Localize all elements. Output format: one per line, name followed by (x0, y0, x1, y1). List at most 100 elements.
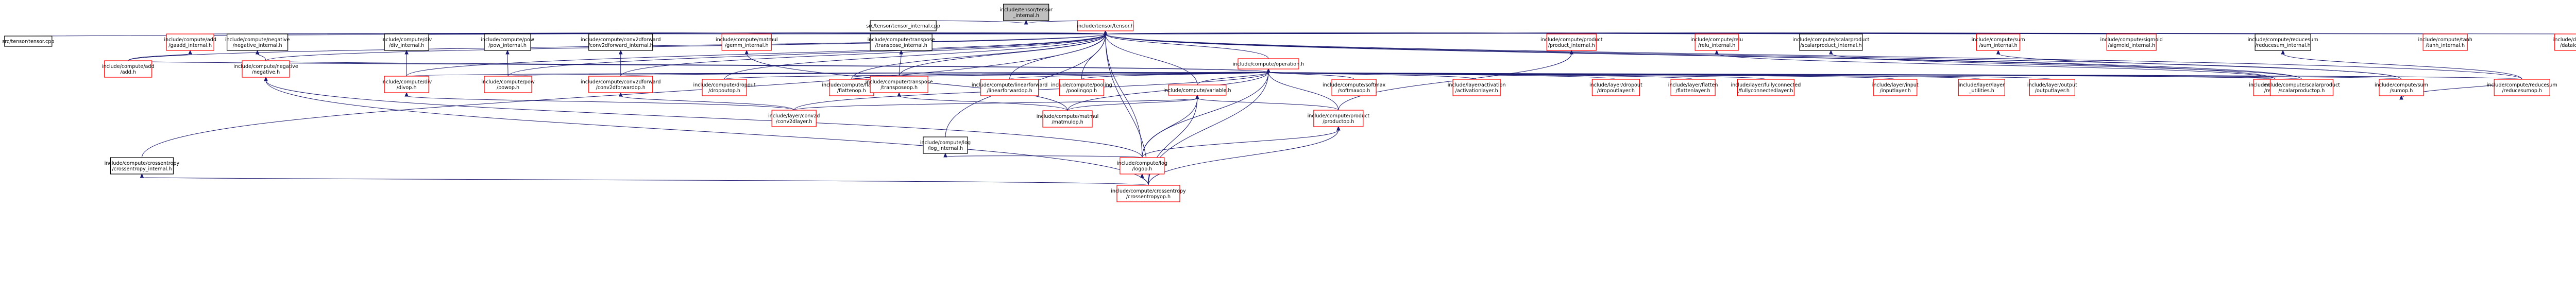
node-conv2d-h[interactable]: include/compute/conv2dforward/conv2dforw… (581, 76, 660, 93)
node-label: include/compute/div (381, 79, 432, 85)
node-label: /gaadd_internal.h (168, 43, 212, 48)
node-label: include/compute/scalarproduct (2263, 82, 2340, 88)
node-relu-internal[interactable]: include/compute/relu/relu_internal.h (1690, 33, 1743, 51)
node-operation-h[interactable]: include/compute/operation.h (1233, 58, 1304, 70)
node-dropout-layer[interactable]: include/layer/dropout/dropoutlayer.h (1589, 79, 1642, 96)
node-product-internal[interactable]: include/compute/product/product_internal… (1540, 33, 1603, 51)
node-sigmoid-internal[interactable]: include/compute/sigmoid/sigmoid_internal… (2100, 33, 2163, 51)
node-label: include/compute/negative (225, 37, 290, 43)
node-label: _utilities.h (1969, 88, 1994, 94)
node-label: include/compute/operation.h (1233, 62, 1304, 67)
node-label: /product_internal.h (1548, 43, 1595, 48)
node-dropout-h[interactable]: include/compute/dropout/dropoutop.h (693, 79, 756, 96)
node-label: /scalarproduct_internal.h (1800, 43, 1862, 48)
node-label: include/tensor/tensor (999, 7, 1052, 13)
node-pow-h[interactable]: include/compute/pow/powop.h (481, 76, 535, 93)
dependency-edge (1715, 49, 2276, 80)
node-label: include/compute/transpose (866, 79, 933, 85)
node-label: /sigmoid_internal.h (2108, 43, 2155, 48)
dependency-edge (1829, 49, 2302, 80)
node-matmul-h[interactable]: include/compute/matmul/matmulop.h (1037, 110, 1099, 128)
node-sum-h[interactable]: include/compute/sum/sumop.h (2375, 79, 2428, 96)
node-label: /outputlayer.h (2035, 88, 2070, 94)
node-label: include/tensor/tensor.h (1077, 24, 1134, 29)
node-div-h[interactable]: include/compute/div/divop.h (381, 76, 432, 93)
node-label: /relu_internal.h (1698, 43, 1735, 48)
node-scalarproduct-h[interactable]: include/compute/scalarproduct/scalarprod… (2263, 79, 2340, 96)
node-conv2d-layer[interactable]: include/layer/conv2d/conv2dlayer.h (768, 110, 820, 127)
node-layer-h[interactable]: include/layer/layer_utilities.h (1958, 79, 2005, 96)
node-transpose-h[interactable]: include/compute/transpose/transposeop.h (866, 76, 933, 93)
node-softmax-h[interactable]: include/compute/softmax/softmaxop.h (1323, 79, 1386, 96)
node-label: include/compute/conv2dforward (581, 79, 660, 85)
node-label: include/compute/softmax (1323, 82, 1386, 88)
node-tensor-internal-cpp: src/tensor/tensor_internal.cpp (866, 20, 940, 31)
node-negative-h[interactable]: include/compute/negative/negative.h (233, 60, 298, 78)
node-tensor-h[interactable]: include/tensor/tensor.h (1077, 20, 1134, 31)
node-label: /sum_internal.h (1979, 43, 2017, 48)
node-label: _internal.h (1012, 13, 1039, 19)
dependency-edge (1197, 68, 1270, 85)
node-flatten-h[interactable]: include/compute/flatten/flattenop.h (822, 79, 881, 96)
node-label: include/compute/product (1540, 37, 1603, 43)
node-tanh-internal[interactable]: include/compute/tanh/tanh_internal.h (2418, 33, 2472, 51)
node-label: include/compute/relu (1690, 37, 1743, 43)
node-label: /crossentropy_internal.h (112, 166, 172, 172)
node-label: /fullyconnectedlayer.h (1738, 88, 1793, 94)
dependency-edge (1996, 49, 2402, 80)
node-scalarproduct-internal: include/compute/scalarproduct/scalarprod… (1792, 33, 1870, 51)
node-label: /powop.h (497, 85, 519, 91)
node-label: include/layer/input (1872, 82, 1919, 88)
node-label: include/compute/log (1117, 161, 1167, 166)
node-label: /divop.h (397, 85, 417, 91)
node-add-h[interactable]: include/compute/add/add.h (102, 60, 155, 78)
node-sum-internal[interactable]: include/compute/sum/sum_internal.h (1972, 33, 2025, 51)
node-pooling-h[interactable]: include/compute/pooling/poolingop.h (1051, 79, 1112, 96)
node-label: include/dataloader (2553, 37, 2576, 43)
dependency-edge (618, 92, 794, 111)
node-label: include/compute/matmul (716, 37, 778, 43)
node-tensor-cpp: src/tensor/tensor.cpp (2, 36, 54, 47)
node-label: /pow_internal.h (488, 43, 527, 48)
dependency-edge (1142, 126, 1341, 158)
node-label: /div_internal.h (389, 43, 424, 48)
dependency-edge (2281, 49, 2522, 80)
node-label: include/compute/pow (481, 79, 535, 85)
node-flatten-layer[interactable]: include/layer/flatten/flattenlayer.h (1668, 79, 1718, 96)
node-crossentropy-h[interactable]: include/compute/crossentropy/crossentrop… (1111, 185, 1186, 202)
node-output-layer[interactable]: include/layer/output/outputlayer.h (2027, 79, 2077, 96)
node-reducesum-internal: include/compute/reducesum/reducesum_inte… (2248, 33, 2318, 51)
node-log-h[interactable]: include/compute/log/logop.h (1117, 157, 1167, 175)
node-label: include/compute/reducesum (2248, 37, 2318, 43)
node-input-layer[interactable]: include/layer/input/inputlayer.h (1872, 79, 1919, 96)
dependency-edge (255, 49, 266, 61)
node-label: include/layer/flatten (1668, 82, 1718, 88)
dependency-edge (1103, 30, 1143, 158)
dependency-edge (1195, 94, 1339, 111)
node-add-internal[interactable]: include/compute/add/gaadd_internal.h (164, 33, 216, 51)
node-label: include/compute/sum (2375, 82, 2428, 88)
node-matmul-internal[interactable]: include/compute/matmul/gemm_internal.h (716, 33, 778, 51)
node-log-internal: include/compute/log/log_internal.h (920, 136, 971, 154)
node-fc-layer[interactable]: include/layer/fullyconnected/fullyconnec… (1731, 79, 1801, 96)
node-reducesum-h[interactable]: include/compute/reducesum/reducesumop.h (2487, 79, 2557, 96)
node-label: /softmaxop.h (1338, 88, 1370, 94)
node-label: include/compute/matmul (1037, 114, 1099, 119)
node-label: include/compute/variable.h (1163, 88, 1231, 94)
node-label: /add.h (120, 70, 135, 75)
node-linearforward-h[interactable]: include/compute/linearforward/linearforw… (972, 79, 1047, 96)
node-dataloader[interactable]: include/dataloader/dataloader.h (2553, 33, 2576, 51)
node-activation-layer[interactable]: include/layer/activation/activationlayer… (1448, 79, 1506, 96)
node-label: include/compute/tanh (2418, 37, 2472, 43)
dependency-edge (943, 152, 1143, 158)
node-label: /conv2dforward_internal.h (588, 43, 653, 48)
nodes-layer: include/tensor/tensor_internal.h src/tens… (2, 4, 2576, 202)
node-product-h[interactable]: include/compute/product/productop.h (1308, 110, 1370, 127)
node-variable-h[interactable]: include/compute/variable.h (1163, 84, 1231, 96)
node-label: include/compute/sum (1972, 37, 2025, 43)
node-label: /log_internal.h (928, 146, 963, 151)
node-label: include/compute/sigmoid (2100, 37, 2163, 43)
node-label: include/compute/add (102, 64, 155, 70)
dependency-edge (1103, 30, 2402, 80)
